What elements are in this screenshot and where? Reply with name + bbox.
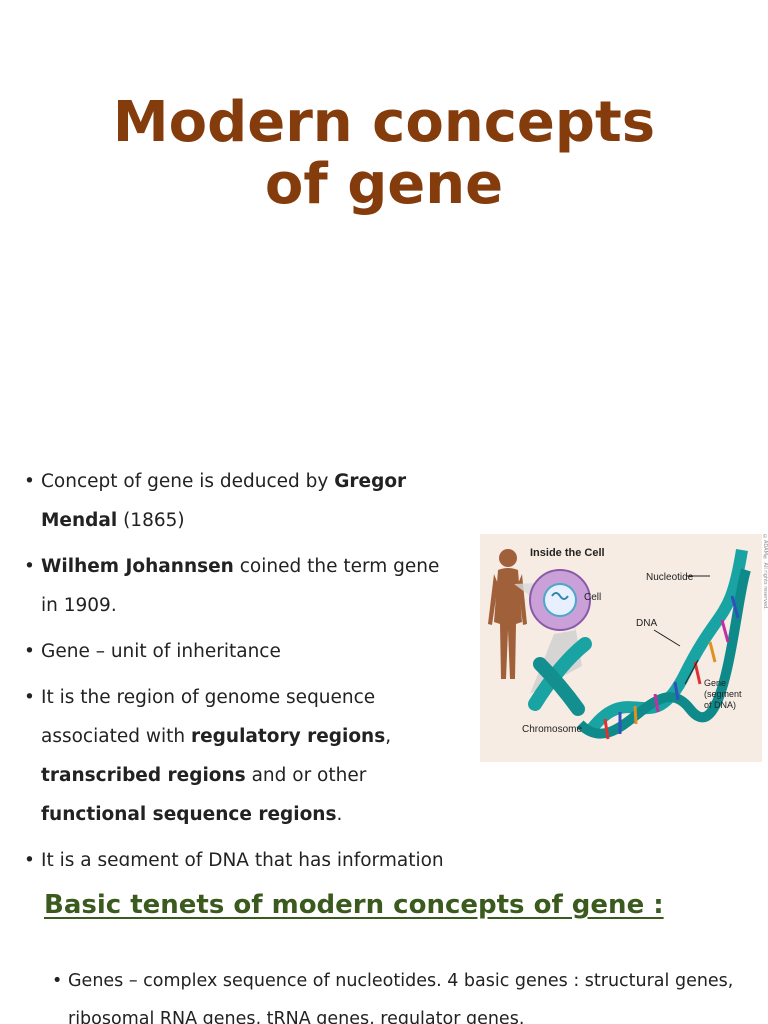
label-lines	[653, 575, 710, 685]
label-gene-2: (segment	[704, 689, 742, 699]
bullet-text: and or other	[245, 765, 367, 786]
title-line-1: Modern concepts	[112, 90, 656, 155]
human-figure	[488, 549, 527, 679]
bullet-mendel: Concept of gene is deduced by Gregor Men…	[22, 462, 462, 540]
chromosome-icon	[528, 637, 592, 716]
bullet-text: ,	[385, 726, 392, 747]
label-cell: Cell	[584, 592, 601, 603]
bullet-text: .	[336, 804, 343, 825]
tenets-slide: Basic tenets of modern concepts of gene …	[0, 866, 768, 1024]
bullet-bold: functional sequence regions	[41, 804, 337, 825]
bullet-text: Gene – unit of inheritance	[41, 641, 281, 662]
slide-title: Modern concepts of gene	[0, 92, 768, 216]
label-dna: DNA	[636, 618, 657, 629]
bullet-bold: Gregor Mendal	[41, 471, 407, 531]
dna-diagram: Inside the Cell Cell Nucleotide DNA Gene…	[488, 547, 751, 740]
cell-icon	[529, 569, 591, 631]
bullet-segment: It is a segment of DNA that has informat…	[22, 841, 462, 866]
tenet-item: Genes – complex sequence of nucleotides.…	[50, 962, 750, 1024]
label-inside-cell: Inside the Cell	[530, 547, 605, 559]
bullet-text: It is the region of genome sequence asso…	[41, 687, 376, 747]
label-chromosome: Chromosome	[522, 724, 582, 735]
bullet-unit: Gene – unit of inheritance	[22, 632, 462, 671]
bullet-text: Concept of gene is deduced by	[41, 471, 335, 492]
label-nucleotide: Nucleotide	[646, 572, 694, 583]
bullet-text: It is a segment of DNA that has informat…	[41, 850, 444, 866]
section-heading: Basic tenets of modern concepts of gene …	[44, 890, 664, 920]
dna-illustration: Inside the Cell Cell Nucleotide DNA Gene…	[480, 534, 762, 762]
bullet-text: (1865)	[117, 510, 185, 531]
zoom-wedge-bottom	[530, 630, 582, 694]
label-gene-3: of DNA)	[704, 700, 736, 710]
bullet-region: It is the region of genome sequence asso…	[22, 678, 462, 834]
image-credit: ©ADAM® All rights reserved.	[762, 534, 768, 610]
tenets-list: Genes – complex sequence of nucleotides.…	[50, 962, 750, 1024]
title-line-2: of gene	[264, 152, 504, 217]
bullet-bold: Wilhem Johannsen	[41, 556, 234, 577]
bullet-list: Concept of gene is deduced by Gregor Men…	[22, 462, 462, 866]
content-slide: Concept of gene is deduced by Gregor Men…	[0, 432, 768, 866]
bullet-bold: regulatory regions	[190, 726, 386, 747]
title-slide: Modern concepts of gene	[0, 0, 768, 432]
bullet-text: coined the term gene in 1909.	[41, 556, 440, 616]
bullet-bold: transcribed regions	[41, 765, 246, 786]
bullet-johannsen: Wilhem Johannsen coined the term gene in…	[22, 547, 462, 625]
dna-helix-icon	[576, 549, 751, 740]
label-gene-1: Gene	[704, 678, 726, 688]
